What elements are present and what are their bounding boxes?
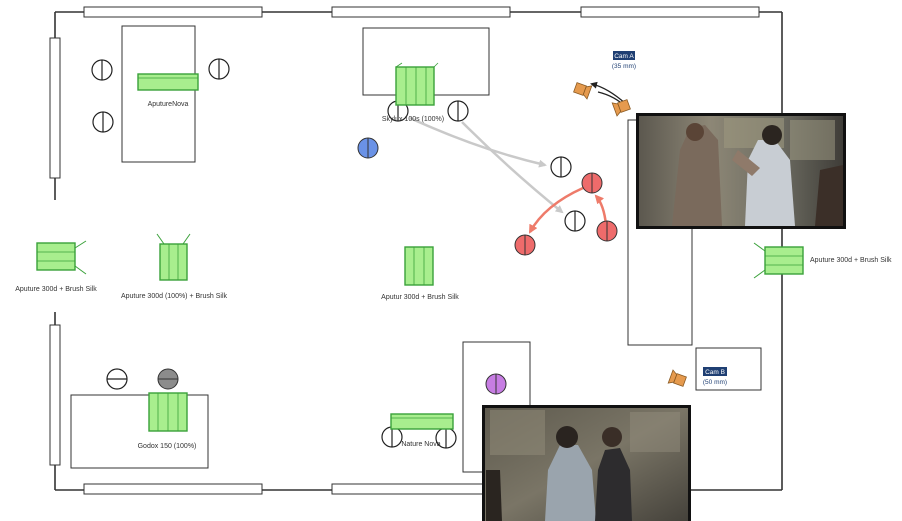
video-frame-bottom xyxy=(482,405,691,521)
person-icon xyxy=(157,368,179,390)
camera-icon xyxy=(667,369,687,387)
light-icon xyxy=(753,242,804,279)
light-icon xyxy=(36,240,87,275)
label-aputure-mid-left: Aputure 300d (100%) + Brush Silk xyxy=(121,293,228,300)
cam-b-name: Cam B xyxy=(705,369,725,376)
lights xyxy=(36,62,804,432)
window-top-1 xyxy=(83,6,263,18)
cam-a-lens: (35 mm) xyxy=(612,63,636,70)
label-aputure-center: Aputur 300d + Brush Silk xyxy=(381,294,459,301)
chair xyxy=(91,59,113,81)
cameras: Cam A (35 mm) Cam B (50 mm) xyxy=(573,51,727,387)
label-godox: Godox 150 (100%) xyxy=(138,443,197,450)
light-icon xyxy=(395,62,439,106)
windows xyxy=(49,6,760,495)
chair xyxy=(550,156,572,178)
movement-arrows xyxy=(409,81,629,234)
window-left-2 xyxy=(49,324,61,466)
chair xyxy=(387,100,409,122)
cam-b-tag xyxy=(703,367,727,376)
chair xyxy=(447,100,469,122)
chair xyxy=(106,368,128,390)
light-icon xyxy=(137,73,199,91)
label-bottom-light: Nature Nova xyxy=(401,441,440,448)
chair xyxy=(92,111,114,133)
chair xyxy=(564,210,586,232)
chairs xyxy=(91,58,586,449)
cam-a-name: Cam A xyxy=(614,53,634,60)
label-aputure-right: Aputure 300d + Brush Silk xyxy=(810,257,892,264)
camera-icon xyxy=(611,99,631,117)
label-skylux: Skylux 100s (100%) xyxy=(382,116,444,123)
table-top-left xyxy=(121,25,196,163)
cam-b-lens: (50 mm) xyxy=(703,379,727,386)
window-top-2 xyxy=(331,6,511,18)
light-icon xyxy=(390,413,454,430)
light-icon xyxy=(156,233,191,281)
person-icon xyxy=(357,137,379,159)
cam-a-tag xyxy=(613,51,635,60)
window-bottom-1 xyxy=(83,483,263,495)
label-aputure-nova: AputureNova xyxy=(148,101,189,108)
chair xyxy=(208,58,230,80)
chair xyxy=(381,426,403,448)
actors xyxy=(157,137,618,395)
person-icon xyxy=(596,220,618,242)
camera-icon xyxy=(573,82,593,100)
person-icon xyxy=(485,373,507,395)
label-aputure-left: Aputure 300d + Brush Silk xyxy=(15,286,97,293)
person-icon xyxy=(581,172,603,194)
light-icon xyxy=(148,392,188,432)
window-top-3 xyxy=(580,6,760,18)
video-frame-top xyxy=(636,113,846,229)
window-left-1 xyxy=(49,37,61,179)
light-labels: AputureNova Skylux 100s (100%) Aputure 3… xyxy=(15,101,892,450)
person-icon xyxy=(514,234,536,256)
light-icon xyxy=(404,246,434,286)
